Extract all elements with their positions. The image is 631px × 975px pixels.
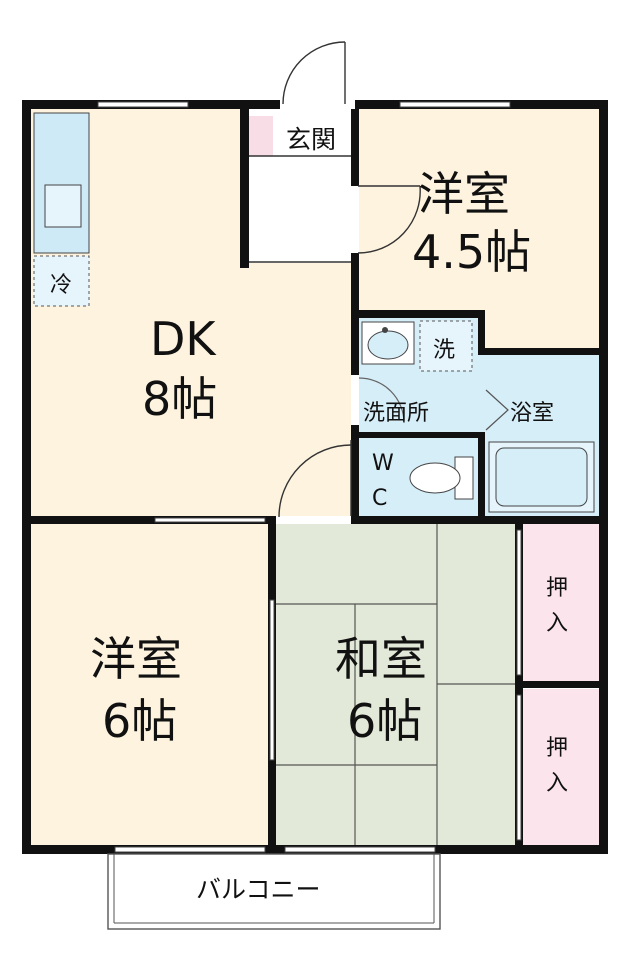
balcony [107, 853, 441, 930]
closet-top-label-1: 押 [546, 576, 568, 601]
closet-bottom-label-1: 押 [546, 736, 568, 761]
washer-label: 洗 [433, 338, 455, 363]
fridge-label: 冷 [50, 273, 72, 298]
bedroom-small-name: 洋室 [418, 167, 510, 221]
wc-label-bottom: C [372, 486, 387, 511]
dk-size: 8帖 [142, 372, 217, 426]
wc-label-top: W [372, 451, 394, 476]
dk-door [276, 440, 352, 524]
toilet [409, 456, 474, 500]
washitsu-name: 和室 [335, 632, 427, 686]
entrance-mat [249, 116, 273, 156]
windows [97, 101, 522, 853]
closet-bottom-floor [521, 689, 600, 845]
closet-top-floor [521, 522, 600, 683]
entrance-door [249, 41, 355, 263]
balcony-label: バルコニー [196, 875, 321, 904]
closet-top-label-2: 入 [546, 611, 568, 636]
washroom-door [351, 375, 509, 431]
bedroom-large-name: 洋室 [90, 632, 182, 686]
bathtub [488, 441, 595, 513]
bedroom-large-size: 6帖 [102, 694, 177, 748]
bedroom-large-floor [30, 522, 272, 845]
washroom-fixtures [361, 320, 473, 372]
tatami-lines [274, 522, 517, 845]
washitsu-size: 6帖 [347, 694, 422, 748]
bedroom-small-door [351, 185, 421, 254]
entrance-label: 玄関 [286, 125, 336, 154]
closet-bottom-label-2: 入 [546, 771, 568, 796]
washroom-label: 洗面所 [363, 401, 429, 426]
bath-label: 浴室 [510, 401, 554, 426]
dk-name: DK [150, 312, 217, 366]
bedroom-small-size: 4.5帖 [412, 225, 531, 279]
kitchen-counter [33, 112, 90, 307]
